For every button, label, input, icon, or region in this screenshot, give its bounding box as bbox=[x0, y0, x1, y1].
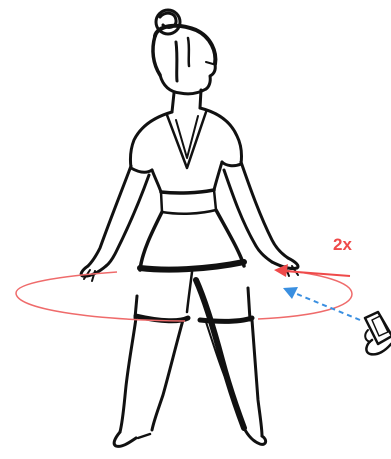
standing-woman-figure bbox=[81, 10, 298, 446]
right-leg bbox=[196, 280, 266, 444]
repetitions-label: 2x bbox=[333, 235, 352, 255]
hips bbox=[135, 210, 250, 320]
head bbox=[153, 26, 215, 94]
left-arm bbox=[81, 166, 149, 281]
hand-holding-phone-icon bbox=[365, 312, 391, 354]
right-arm bbox=[224, 162, 298, 276]
torso bbox=[130, 108, 241, 214]
phone-motion-arrow bbox=[283, 287, 360, 320]
left-leg bbox=[114, 316, 188, 446]
